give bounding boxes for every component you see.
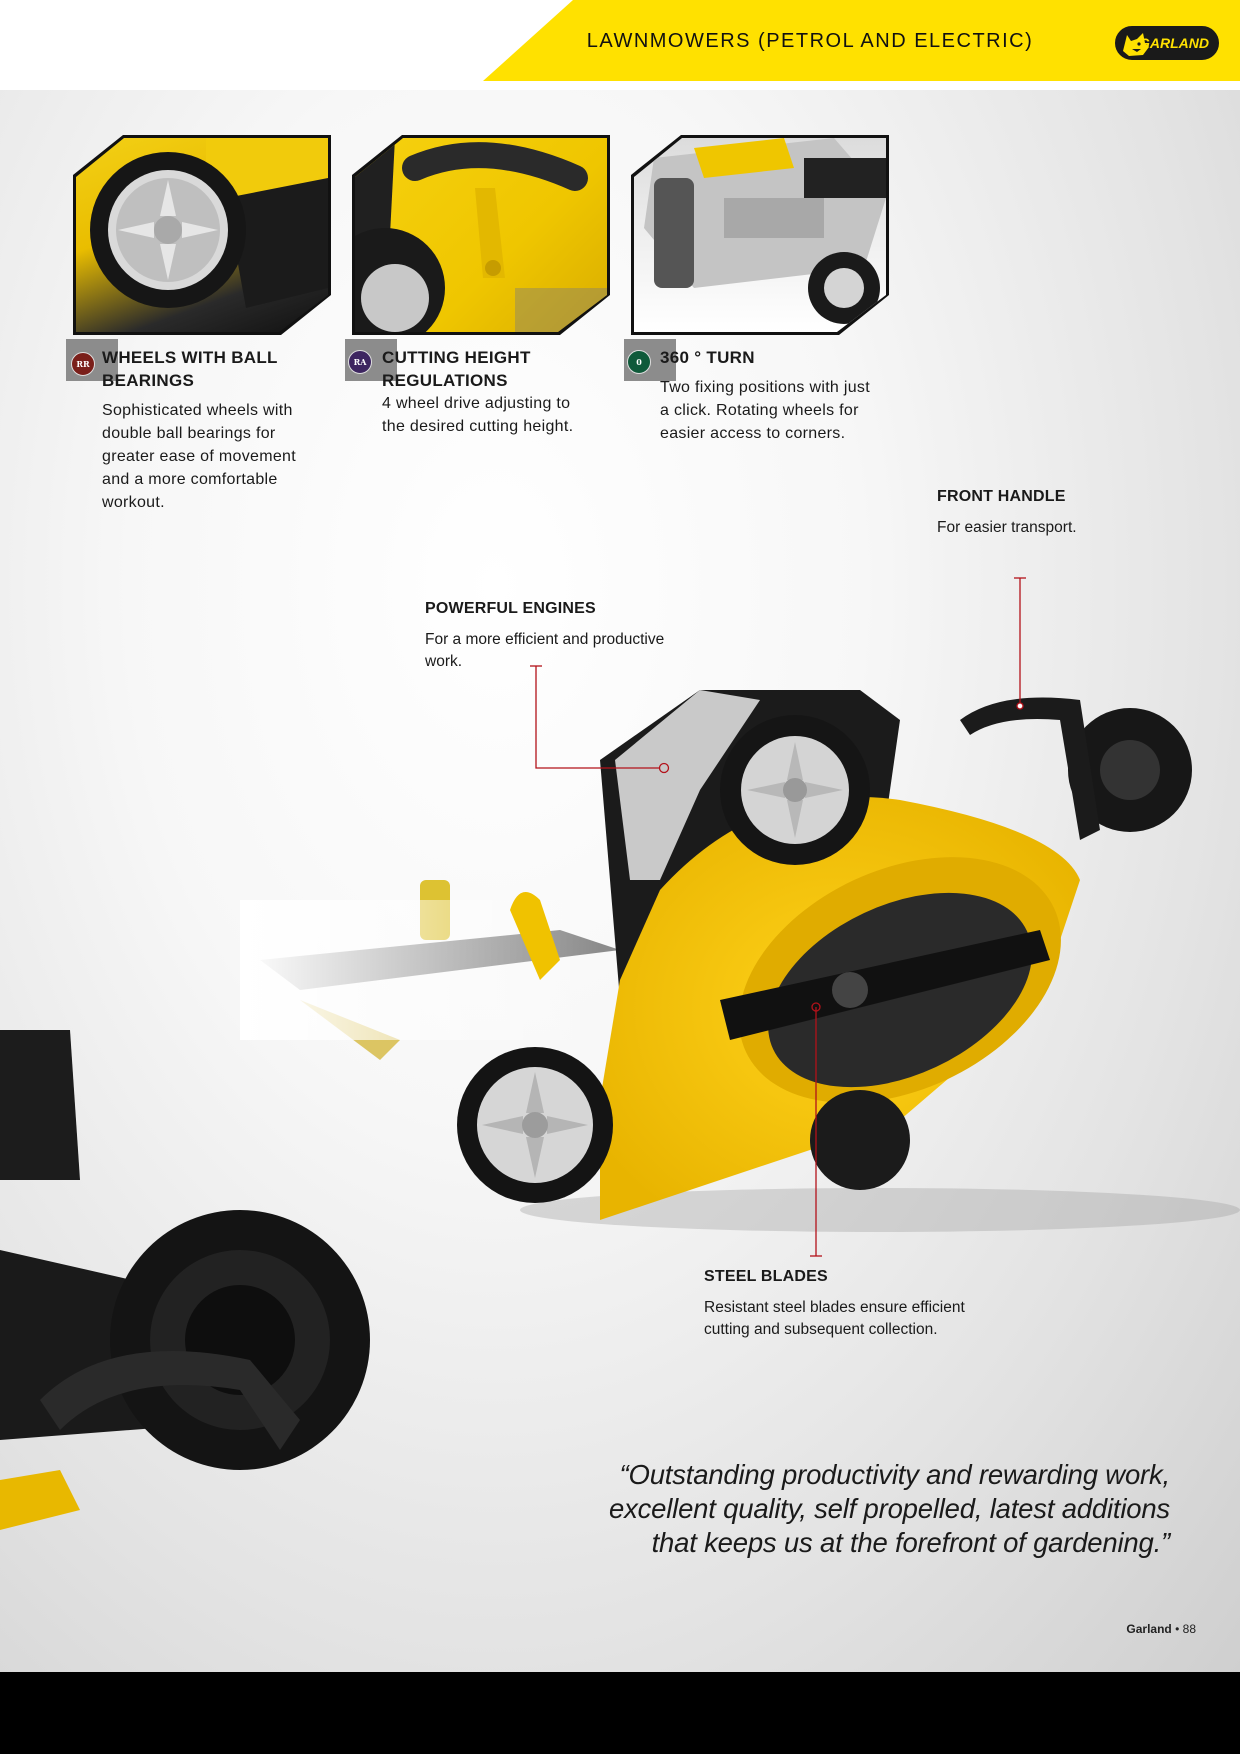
ra-badge-icon: RA xyxy=(348,350,372,374)
feature-text-line: greater ease of movement xyxy=(102,448,296,465)
callout-text-line: For a more efficient and productive xyxy=(425,631,665,648)
garland-logo: GARLAND xyxy=(1113,24,1221,62)
callout-text-line: work. xyxy=(425,653,463,670)
feature-text-line: double ball bearings for xyxy=(102,425,276,442)
footer-brand: Garland xyxy=(1126,1622,1172,1636)
feature-title-line: BEARINGS xyxy=(102,371,195,390)
callout-title-powerful-engines: POWERFUL ENGINES xyxy=(425,600,596,617)
feature-text-line: and a more comfortable xyxy=(102,471,278,488)
thumbnail-360-turn xyxy=(631,135,889,335)
rr-badge-icon: RR xyxy=(71,352,95,376)
page-title: LAWNMOWERS (PETROL AND ELECTRIC) xyxy=(586,30,1034,52)
feature-text-wheels: Sophisticated wheels with double ball be… xyxy=(102,399,296,514)
feature-text-line: Two fixing positions with just xyxy=(660,379,870,396)
thumbnail-cutting-height xyxy=(352,135,610,335)
feature-text-cutting-height: 4 wheel drive adjusting to the desired c… xyxy=(382,392,573,438)
callout-text-powerful-engines: For a more efficient and productive work… xyxy=(425,629,664,673)
testimonial-quote: “Outstanding productivity and rewarding … xyxy=(560,1458,1170,1560)
lynx-logo-icon xyxy=(1123,33,1149,56)
lawnmower-illustration xyxy=(0,577,1240,1530)
callout-text-steel-blades: Resistant steel blades ensure efficient … xyxy=(704,1297,965,1341)
feature-text-line: workout. xyxy=(102,494,165,511)
callout-title-front-handle: FRONT HANDLE xyxy=(937,488,1066,505)
quote-line: “Outstanding productivity and rewarding … xyxy=(619,1459,1171,1490)
feature-title-360-turn: 360 ° TURN xyxy=(660,348,755,367)
feature-title-line: CUTTING HEIGHT xyxy=(382,348,531,367)
logo-text: GARLAND xyxy=(1139,35,1209,51)
feature-title-line: WHEELS WITH BALL xyxy=(102,348,278,367)
feature-text-line: 4 wheel drive adjusting to xyxy=(382,395,571,412)
wheel-image xyxy=(90,138,328,308)
feature-text-line: a click. Rotating wheels for xyxy=(660,402,859,419)
callout-text-line: Resistant steel blades ensure efficient xyxy=(704,1299,965,1316)
360-badge-icon: 0 xyxy=(627,350,651,374)
callout-text-front-handle: For easier transport. xyxy=(937,519,1077,536)
feature-title-wheels: WHEELS WITH BALL BEARINGS xyxy=(102,346,278,392)
feature-text-line: the desired cutting height. xyxy=(382,418,574,435)
feature-text-360-turn: Two fixing positions with just a click. … xyxy=(660,376,870,445)
page-footer: Garland • 88 xyxy=(1000,1622,1196,1636)
bottom-bar xyxy=(0,1672,1240,1754)
feature-text-line: Sophisticated wheels with xyxy=(102,402,293,419)
callout-title-steel-blades: STEEL BLADES xyxy=(704,1268,828,1285)
feature-text-line: easier access to corners. xyxy=(660,425,846,442)
feature-title-line: REGULATIONS xyxy=(382,371,508,390)
footer-separator: • xyxy=(1175,1622,1180,1636)
thumbnail-wheels xyxy=(73,135,331,335)
quote-line: excellent quality, self propelled, lates… xyxy=(608,1493,1170,1524)
quote-line: that keeps us at the forefront of garden… xyxy=(651,1527,1171,1558)
feature-title-cutting-height: CUTTING HEIGHT REGULATIONS xyxy=(382,346,531,392)
rotating-wheel-image xyxy=(644,138,886,324)
callout-text-line: cutting and subsequent collection. xyxy=(704,1321,938,1338)
page-number: 88 xyxy=(1182,1622,1196,1636)
